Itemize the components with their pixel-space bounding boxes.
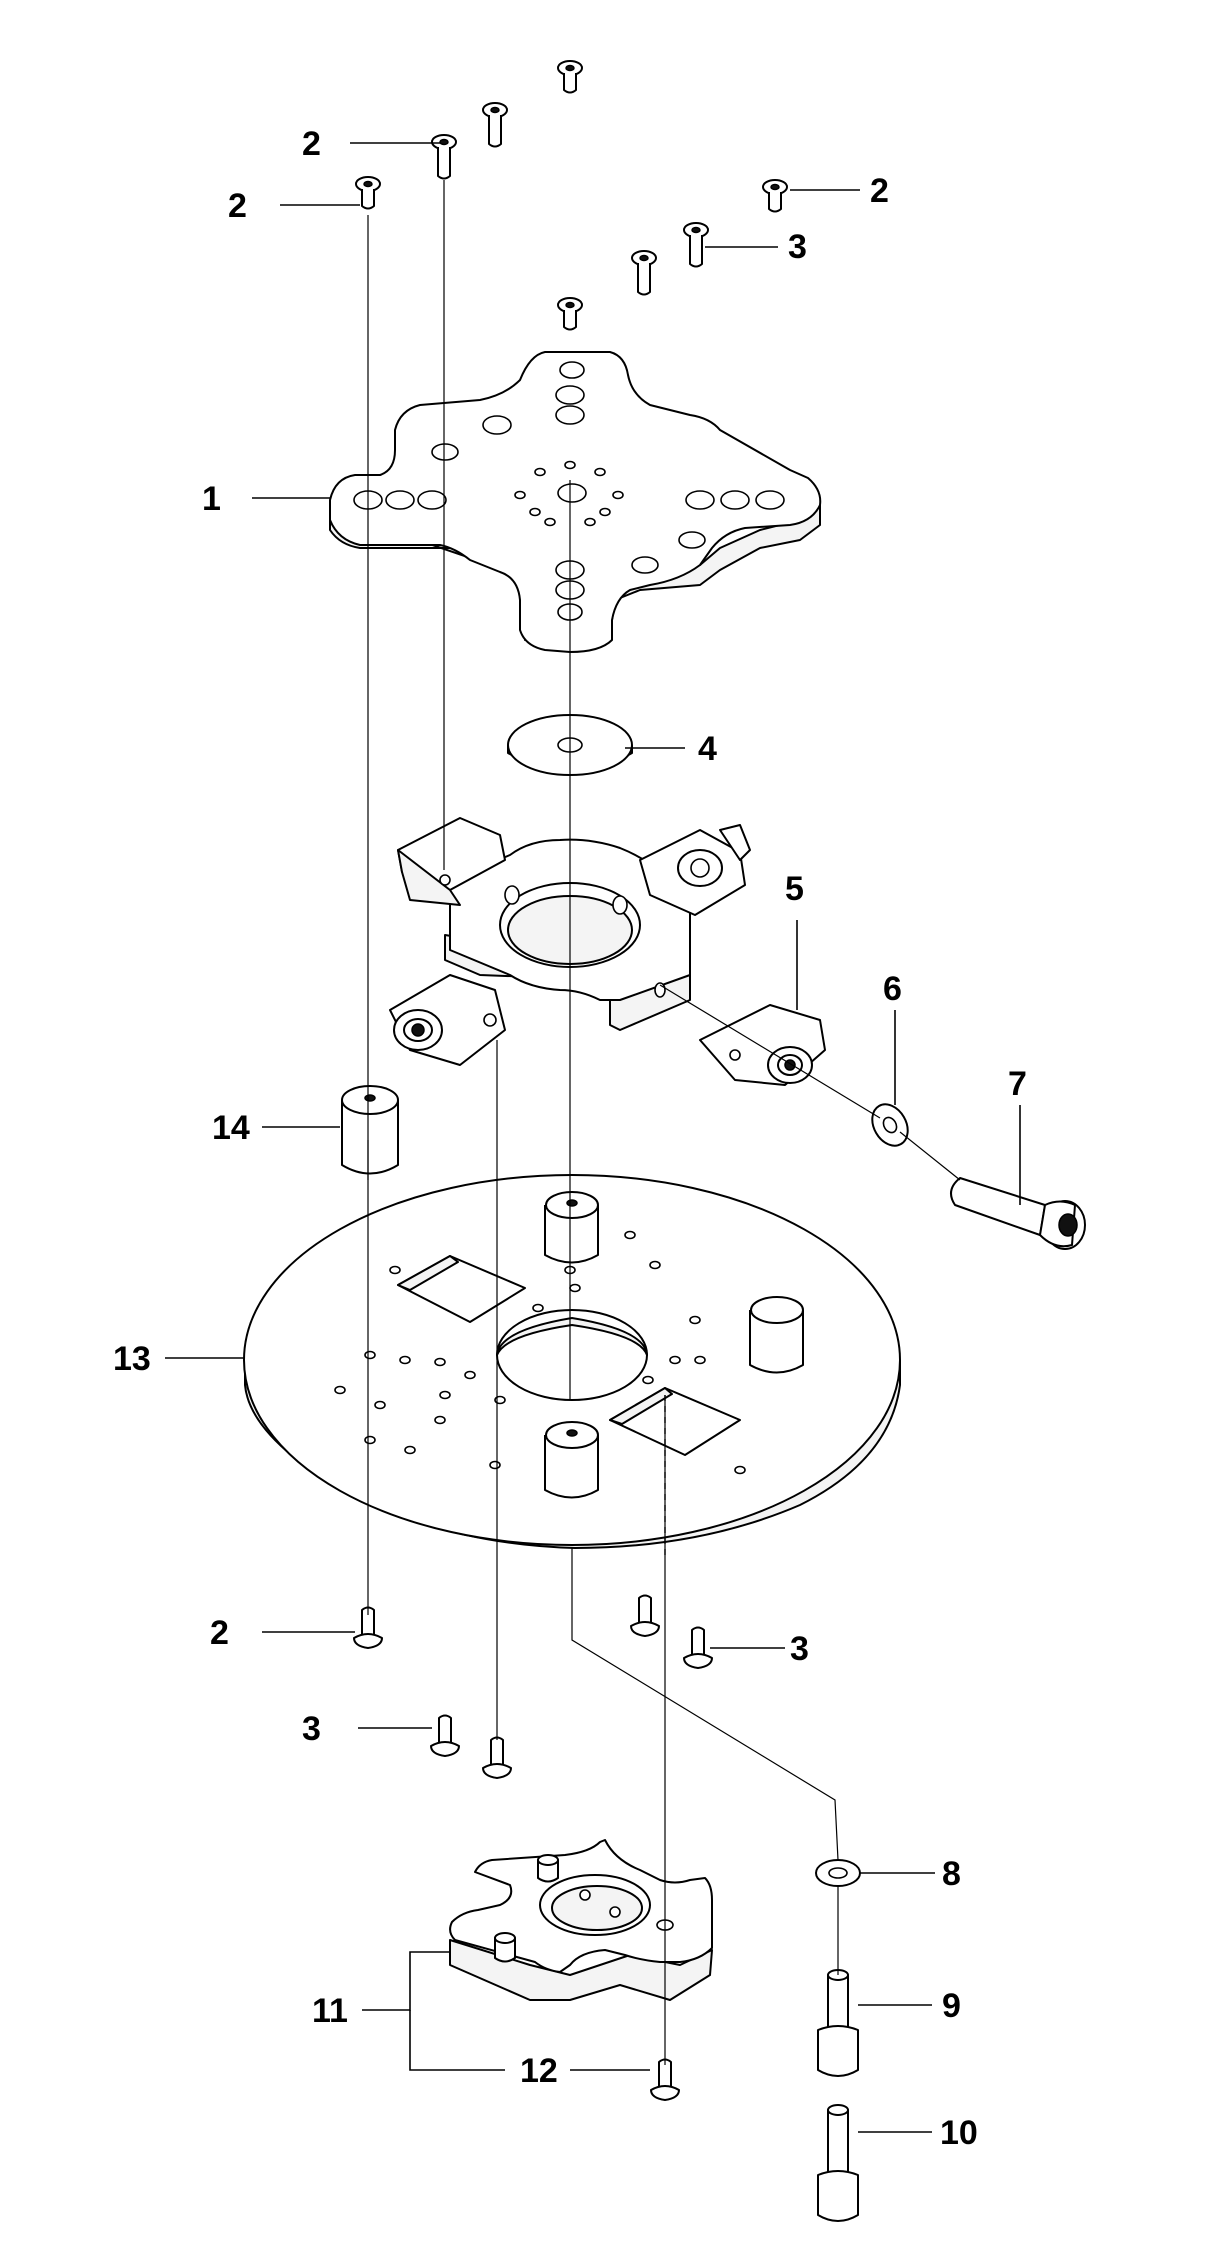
callout-label: 8 <box>942 1855 961 1893</box>
hub-assembly <box>389 817 826 1086</box>
callout-label: 3 <box>790 1630 809 1668</box>
callout-label: 4 <box>698 730 717 768</box>
bottom-tri-plate <box>449 1839 713 2001</box>
top-screws <box>355 60 788 331</box>
base-disc <box>243 1174 901 1549</box>
bolt-washer <box>815 1859 861 1887</box>
callout-label: 2 <box>870 172 889 210</box>
long-bolt <box>950 1177 1086 1250</box>
callout-label: 10 <box>940 2114 978 2152</box>
socket-screw-upper <box>817 1969 859 2077</box>
leader-lines <box>165 142 1021 2133</box>
bottom-screws <box>353 1594 713 2101</box>
callout-label: 3 <box>302 1710 321 1748</box>
spacer-sleeve <box>341 1085 399 1175</box>
callout-label: 6 <box>883 970 902 1008</box>
callout-label: 2 <box>210 1614 229 1652</box>
callout-label: 1 <box>202 480 221 518</box>
callout-label: 5 <box>785 870 804 908</box>
top-cross-plate <box>329 351 822 653</box>
callout-label: 13 <box>113 1340 151 1378</box>
socket-screw-lower <box>817 2104 859 2222</box>
small-washer <box>871 1103 909 1147</box>
callout-label: 9 <box>942 1987 961 2025</box>
callout-label: 2 <box>228 187 247 225</box>
callout-label: 2 <box>302 125 321 163</box>
callout-label: 11 <box>312 1992 348 2030</box>
callout-label: 3 <box>788 228 807 266</box>
callout-label: 7 <box>1008 1065 1027 1103</box>
callout-label: 12 <box>520 2052 558 2090</box>
callout-labels: 2 2 2 3 1 4 5 6 7 14 13 2 3 3 8 9 10 11 … <box>113 125 1027 2152</box>
assembly-lines <box>367 180 961 2065</box>
callout-label: 14 <box>212 1109 250 1147</box>
